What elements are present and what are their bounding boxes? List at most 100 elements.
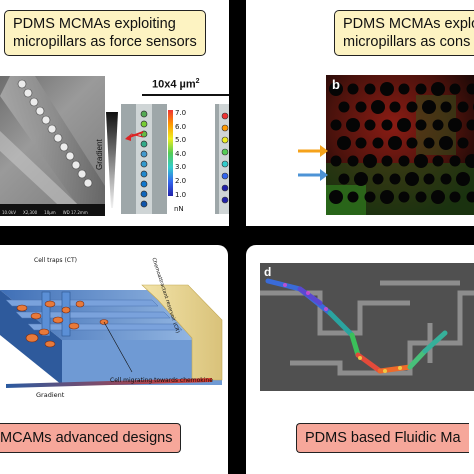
pillar-dot [372, 173, 384, 185]
cell-traps-label: Cell traps (CT) [34, 257, 77, 264]
pillar-dot [431, 190, 445, 204]
pillar-dot [432, 155, 444, 167]
pillar-dot [329, 190, 343, 204]
pillar-dot [389, 173, 401, 185]
sem-micrograph: 10.0kV X2,300 10µm WD 17.2mm [0, 76, 105, 216]
gradient-wedge [106, 112, 118, 208]
pillar-dot [415, 191, 427, 203]
sem-pillar-image [0, 76, 105, 216]
fluorescence-image: b [326, 75, 474, 215]
pillar-dot [414, 154, 428, 168]
colorbar-left [168, 110, 173, 196]
force-map-pillars-2 [219, 104, 229, 214]
mcam-schematic [0, 284, 223, 388]
panel-constraints: PDMS MCMAs explo micropillars as cons b [246, 0, 474, 226]
pillar-dot [371, 100, 385, 114]
pillar-dot [372, 137, 384, 149]
colorbar-left-unit: nN [174, 205, 184, 213]
pillar-dot [329, 82, 343, 96]
pillar-dot [432, 119, 444, 131]
pillar-dot [389, 101, 401, 113]
pillar-dot [337, 136, 351, 150]
tag-line-1: PDMS MCMAs exploiting [13, 16, 176, 32]
pillar-dot [449, 83, 461, 95]
sem-footer: 10.0kV X2,300 10µm WD 17.2mm [2, 210, 88, 215]
pillar-dot [431, 82, 445, 96]
pillar-dot [439, 136, 453, 150]
pillar-dot [440, 101, 452, 113]
constraints-tag: PDMS MCMAs explo micropillars as cons [334, 10, 474, 56]
pillar-dot [355, 137, 367, 149]
pillar-dot [354, 172, 368, 186]
pillar-dot [466, 83, 474, 95]
gradient-label: Gradient [95, 139, 104, 170]
pillar-dot [330, 119, 342, 131]
pillar-dot [381, 119, 393, 131]
force-map-pillars-1 [125, 104, 152, 214]
tick: 1.0 [175, 190, 187, 199]
pillar-dot [398, 191, 410, 203]
pillar-dot [440, 173, 452, 185]
tag-line-1: PDMS MCMAs explo [343, 16, 474, 32]
pillar-dot [465, 154, 474, 168]
fluidic-maze-tag: PDMS based Fluidic Ma [296, 423, 469, 453]
pillar-dot [415, 119, 427, 131]
tag-line-2: micropillars as force sensors [13, 34, 197, 50]
panel-force-sensors: PDMS MCMAs exploiting micropillars as fo… [0, 0, 229, 226]
channel-size-line [142, 94, 229, 96]
pillar-dot [346, 118, 360, 132]
pillar-dot [448, 118, 462, 132]
gradient-axis-label: Gradient [36, 391, 65, 399]
tick: 4.0 [175, 149, 187, 158]
pillar-dot [422, 100, 436, 114]
migrating-cell-label: Cell migrating towards chemokine [110, 377, 213, 384]
pillar-dot [397, 118, 411, 132]
pillar-dot [364, 83, 376, 95]
pillar-dot [381, 155, 393, 167]
pillar-dot [347, 155, 359, 167]
sem-magnification: X2,300 [22, 210, 38, 215]
tag-line-2: micropillars as cons [343, 34, 471, 50]
pillar-dot [466, 191, 474, 203]
pillar-dot [405, 172, 419, 186]
pillar-dot [388, 136, 402, 150]
maze-image: d [260, 263, 474, 391]
pillar-dot [380, 190, 394, 204]
pillar-dot [423, 173, 435, 185]
pillar-dot [338, 101, 350, 113]
pillar-dot [423, 137, 435, 149]
pillar-dot [330, 155, 342, 167]
orange-arrow-icon [298, 145, 328, 157]
pillar-dot [457, 101, 469, 113]
pillar-dot [380, 82, 394, 96]
panel-fluidic-maze: d PDMS based Fluidic Ma [246, 245, 474, 474]
pillar-dot [338, 173, 350, 185]
pillar-dot [347, 191, 359, 203]
maze-channels [260, 263, 474, 391]
force-map-image-1 [121, 104, 167, 214]
panel-advanced-designs: Cell traps (CT) Chemoattractant reservoi… [0, 245, 228, 474]
pillar-dot [364, 119, 376, 131]
tick: 2.0 [175, 176, 187, 185]
panel-letter-d: d [264, 265, 272, 279]
pillar-dot [406, 137, 418, 149]
pillar-dot [457, 137, 469, 149]
colorbar-left-ticks: 7.0 6.0 5.0 4.0 3.0 2.0 1.0 [175, 107, 186, 202]
pillar-dot [466, 119, 474, 131]
tick: 5.0 [175, 136, 187, 145]
pillar-dot [415, 83, 427, 95]
pillar-dot [347, 83, 359, 95]
channel-size-label: 10x4 µm2 [152, 78, 200, 91]
pillar-dot [363, 154, 377, 168]
sem-scale: 10µm [44, 210, 56, 215]
pillar-dot [449, 191, 461, 203]
advanced-designs-tag: MCAMs advanced designs [0, 423, 182, 453]
pillar-dot [406, 101, 418, 113]
pillar-dot [364, 191, 376, 203]
blue-arrow-icon [298, 169, 328, 181]
pillar-dot [355, 101, 367, 113]
tick: 7.0 [175, 109, 187, 117]
pillar-array-fluorescence [326, 75, 474, 215]
tick: 6.0 [175, 122, 187, 131]
sem-wd: WD 17.2mm [62, 210, 88, 215]
